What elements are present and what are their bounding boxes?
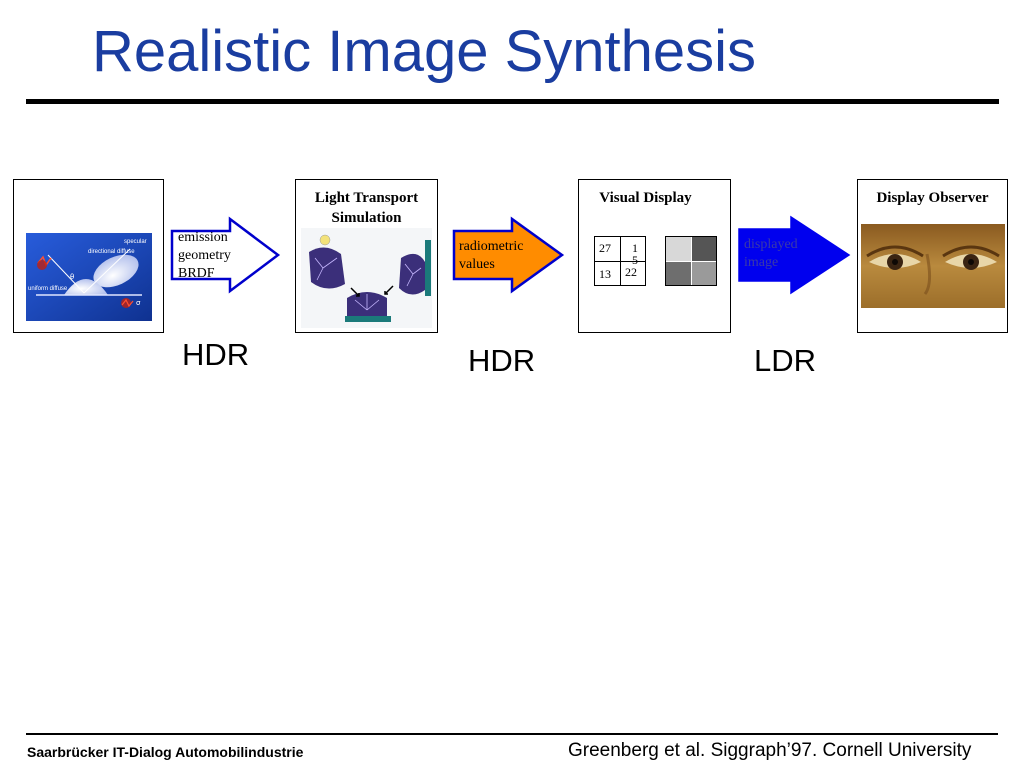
directional-diffuse-label: directional diffuse bbox=[88, 249, 135, 255]
arrow-shape bbox=[452, 216, 565, 294]
range-label-hdr-radiometric: HDR bbox=[468, 343, 536, 378]
arrow-label-geometry: geometry bbox=[178, 248, 231, 263]
light-bulb-icon bbox=[319, 234, 331, 246]
arrow-label-radiometric: radiometric bbox=[459, 239, 524, 254]
visual-display-panel: Visual Display 27 1 5 13 22 bbox=[578, 179, 731, 333]
scene-panel: specular directional diffuse uniform dif… bbox=[13, 179, 164, 333]
arrow-shape bbox=[738, 215, 851, 295]
pixel-grid bbox=[665, 236, 717, 286]
arrow-emission-geometry-brdf: emission geometry BRDF bbox=[170, 216, 282, 294]
footer-organization: Saarbrücker IT-Dialog Automobilindustrie bbox=[27, 744, 304, 760]
observer-eyes-image bbox=[861, 224, 1005, 308]
theta-label: θ bbox=[70, 273, 74, 281]
radiosity-illustration bbox=[301, 228, 432, 328]
light-transport-title-line2: Simulation bbox=[331, 210, 402, 226]
arrow-label-values: values bbox=[459, 257, 495, 272]
title-divider bbox=[26, 99, 999, 104]
brdf-scene-image: specular directional diffuse uniform dif… bbox=[26, 233, 152, 321]
grid-cell-27: 27 bbox=[599, 241, 611, 255]
arrow-label-emission: emission bbox=[178, 230, 228, 245]
arrow-label-displayed: displayed bbox=[744, 237, 798, 252]
arrow-radiometric-values: radiometric values bbox=[452, 216, 566, 294]
arrow-label-brdf: BRDF bbox=[178, 266, 215, 281]
grid-cell-5: 5 bbox=[632, 253, 638, 267]
slide-title: Realistic Image Synthesis bbox=[92, 19, 757, 84]
footer-divider bbox=[26, 733, 998, 735]
grid-cell-22: 22 bbox=[625, 265, 637, 279]
grid-cell-13: 13 bbox=[599, 267, 611, 281]
footer-citation: Greenberg et al. Siggraph’97. Cornell Un… bbox=[568, 740, 972, 761]
arrow-shape bbox=[170, 216, 281, 294]
grid-cell-1: 1 bbox=[632, 241, 638, 255]
arrow-displayed-image: displayed image bbox=[737, 215, 853, 295]
value-grid: 27 1 5 13 22 bbox=[594, 236, 646, 286]
uniform-diffuse-label: uniform diffuse bbox=[28, 286, 68, 292]
visual-display-title: Visual Display bbox=[599, 190, 692, 206]
specular-label: specular bbox=[124, 239, 147, 245]
range-label-hdr-input: HDR bbox=[182, 337, 250, 372]
display-observer-panel: Display Observer bbox=[857, 179, 1008, 333]
arrow-label-image: image bbox=[744, 255, 779, 270]
light-transport-panel: Light Transport Simulation bbox=[295, 179, 438, 333]
sigma-label: σ bbox=[136, 299, 141, 307]
light-transport-title-line1: Light Transport bbox=[314, 190, 419, 206]
range-label-ldr-display: LDR bbox=[754, 343, 817, 378]
display-observer-title: Display Observer bbox=[876, 190, 989, 206]
